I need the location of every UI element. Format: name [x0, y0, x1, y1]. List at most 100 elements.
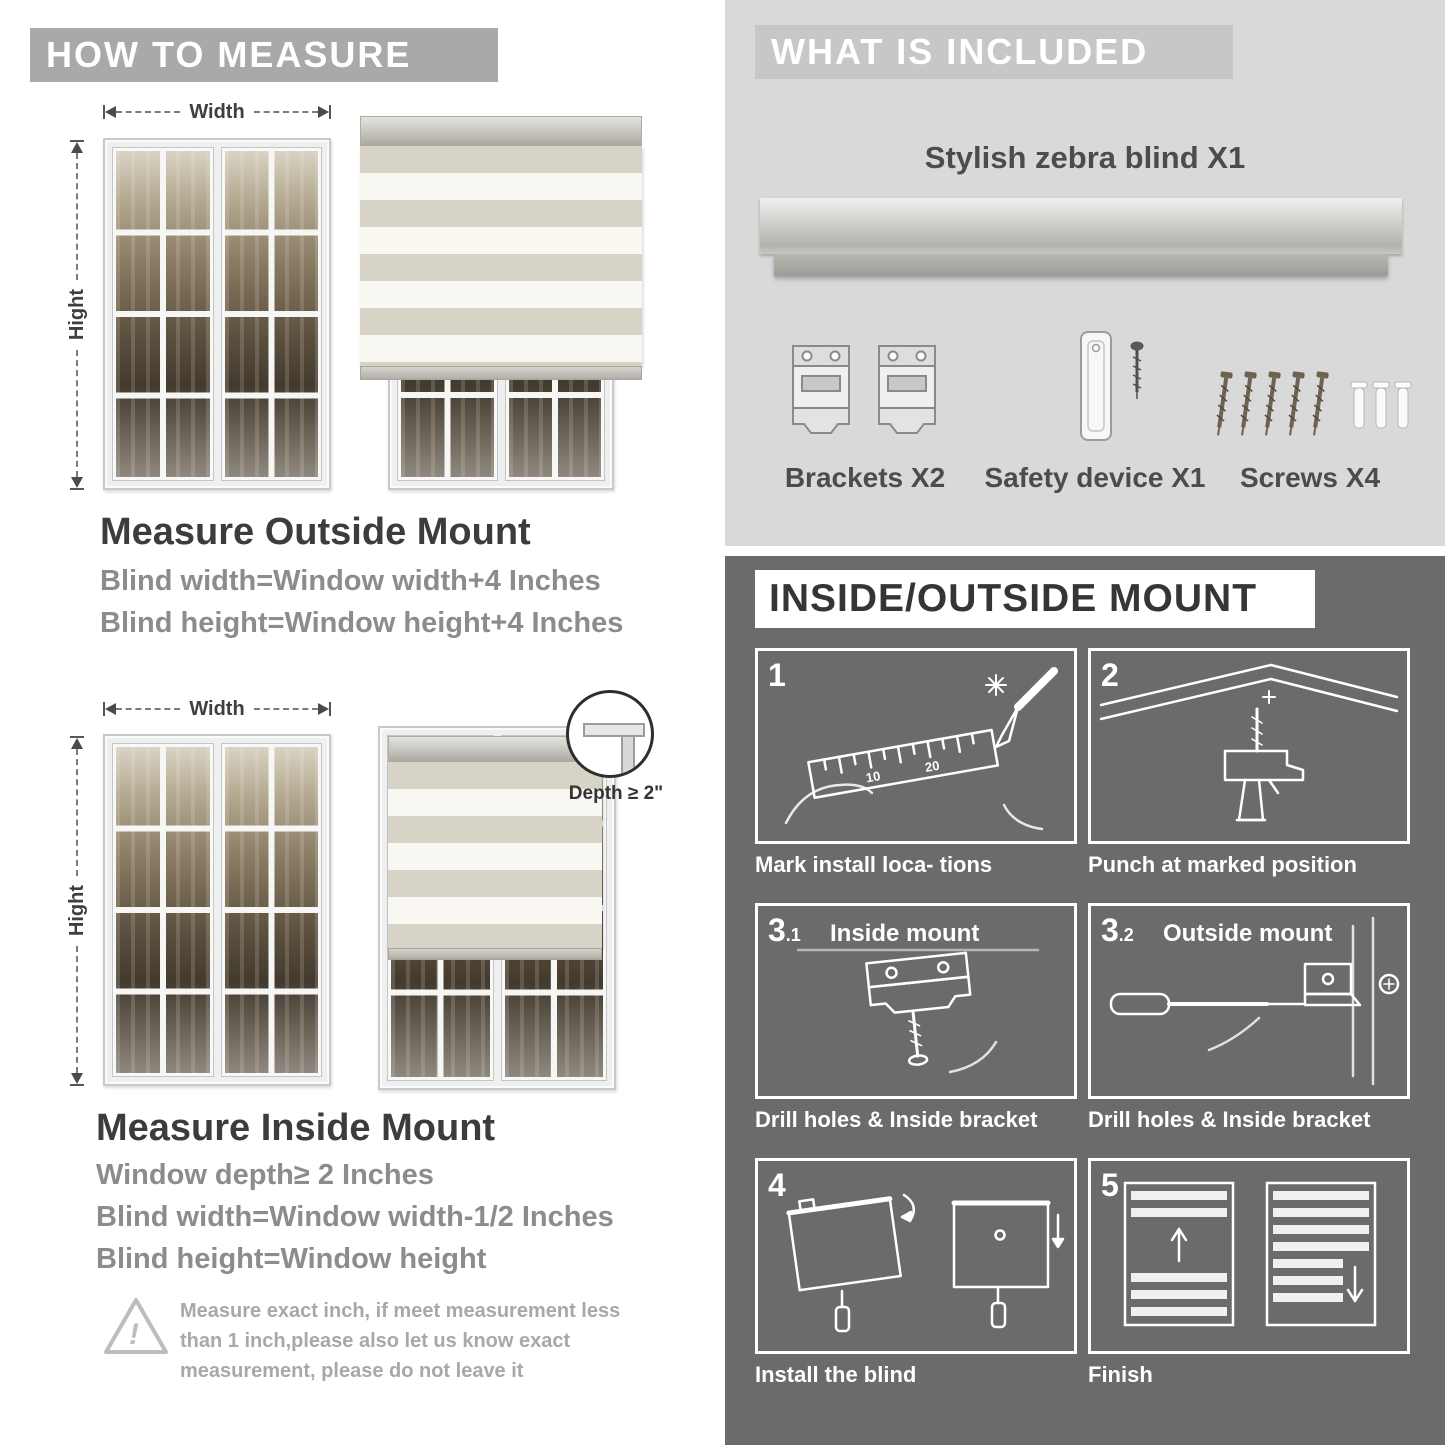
dashed-line: [76, 153, 78, 281]
outside-mount-line: Blind height=Window height+4 Inches: [100, 607, 624, 639]
how-to-measure-header: HOW TO MEASURE: [30, 28, 498, 82]
step-3-1-title: Inside mount: [830, 920, 980, 947]
width-label: Width: [189, 100, 245, 123]
screws-icon: [1216, 371, 1412, 436]
frame-corner-detail: [621, 735, 635, 775]
outside-mount-blind-illustration: [360, 116, 642, 490]
arrowhead-down-icon: [71, 1073, 83, 1084]
frame-corner-detail: [583, 723, 645, 737]
depth-callout-label: Depth ≥ 2": [568, 783, 664, 804]
arrowhead-down-icon: [71, 477, 83, 488]
step-5-caption: Finish: [1088, 1362, 1153, 1387]
inside-mount-line: Window depth≥ 2 Inches: [96, 1159, 434, 1191]
step-number: 4: [768, 1167, 786, 1203]
step-5-panel: 5: [1088, 1158, 1410, 1354]
arrowhead-left-icon: [105, 703, 116, 715]
step-4-panel: 4: [755, 1158, 1077, 1354]
arrowhead-left-icon: [105, 106, 116, 118]
svg-text:10: 10: [865, 768, 882, 785]
step-number: 3.1: [768, 912, 801, 948]
headrail-illustration: [760, 198, 1402, 254]
step-1-panel: 1 10 20: [755, 648, 1077, 844]
depth-callout-circle: [566, 690, 654, 778]
inside-mount-title: Measure Inside Mount: [96, 1107, 496, 1149]
brackets-label: Brackets X2: [784, 462, 946, 493]
step-3-2-caption: Drill holes & Inside bracket: [1088, 1107, 1371, 1132]
zebra-blind-illustration: [360, 116, 642, 380]
dashed-line: [76, 749, 78, 877]
arrow-tick: [70, 140, 84, 142]
step-3-1-caption: Drill holes & Inside bracket: [755, 1107, 1038, 1132]
step-number: 1: [768, 657, 786, 693]
included-panel: WHAT IS INCLUDED Stylish zebra blind X1: [725, 0, 1445, 546]
what-is-included-header: WHAT IS INCLUDED: [755, 25, 1233, 79]
arrow-tick: [70, 736, 84, 738]
step-2-panel: 2: [1088, 648, 1410, 844]
window-sash: [221, 148, 321, 480]
safety-device-icon: [1080, 331, 1144, 441]
warning-icon: !: [104, 1298, 168, 1354]
zebra-blind-illustration: [388, 736, 602, 960]
headrail-underside: [774, 254, 1388, 276]
step2-illustration: [1099, 663, 1399, 822]
outside-mount-line: Blind width=Window width+4 Inches: [100, 565, 601, 597]
anchor-icon: [1350, 381, 1412, 429]
window-sash: [113, 744, 213, 1076]
step-number: 3.2: [1101, 912, 1134, 948]
dashed-line: [76, 945, 78, 1073]
svg-text:20: 20: [924, 758, 941, 775]
step-4-caption: Install the blind: [755, 1362, 917, 1387]
arrowhead-right-icon: [318, 703, 330, 715]
window-sash: [113, 148, 213, 480]
step-1-caption: Mark install loca- tions: [755, 852, 993, 877]
warning-note: Measure exact inch, if meet measurement …: [180, 1300, 621, 1382]
arrow-tick: [329, 702, 332, 716]
screws-label: Screws X4: [1239, 462, 1381, 493]
arrow-tick: [103, 105, 105, 119]
blind-stripes: [388, 762, 602, 948]
blind-bottomrail: [388, 948, 602, 960]
dashed-line: [116, 708, 181, 710]
width-arrow: Width: [103, 100, 332, 123]
arrowhead-right-icon: [318, 106, 330, 118]
blind-stripes: [360, 146, 642, 366]
step4-illustration: [786, 1193, 1065, 1333]
arrow-tick: [70, 488, 84, 490]
window-illustration: [103, 734, 331, 1086]
dashed-line: [253, 708, 319, 710]
step-2-caption: Punch at marked position: [1088, 852, 1357, 877]
blind-headrail: [360, 116, 642, 146]
step-3-2-panel: 3.2 Outside mount: [1088, 903, 1410, 1099]
height-label: Hight: [65, 289, 88, 341]
step5-illustration: [1123, 1181, 1377, 1327]
step-number: 2: [1101, 657, 1119, 693]
step3-1-illustration: [796, 948, 1040, 1074]
step3-2-illustration: [1109, 916, 1400, 1086]
dashed-line: [253, 111, 319, 113]
arrow-tick: [70, 1084, 84, 1086]
arrowhead-up-icon: [71, 738, 83, 749]
blind-bottomrail: [360, 366, 642, 380]
width-arrow: Width: [103, 697, 332, 720]
inside-mount-blind-illustration: [378, 726, 616, 1090]
step-3-1-panel: 3.1 Inside mount: [755, 903, 1077, 1099]
outside-mount-title: Measure Outside Mount: [100, 511, 531, 553]
blind-item-label: Stylish zebra blind X1: [924, 140, 1246, 175]
mount-section-header: INSIDE/OUTSIDE MOUNT: [755, 570, 1315, 628]
svg-text:!: !: [129, 1318, 139, 1351]
height-arrow: Hight: [65, 736, 88, 1086]
arrow-tick: [103, 702, 105, 716]
window-sash: [221, 744, 321, 1076]
brackets-icon: [792, 345, 936, 434]
dashed-line: [116, 111, 181, 113]
inside-mount-line: Blind height=Window height: [96, 1243, 487, 1275]
safety-device-label: Safety device X1: [984, 462, 1206, 493]
height-label: Hight: [65, 885, 88, 937]
dashed-line: [76, 349, 78, 477]
width-label: Width: [189, 697, 245, 720]
window-illustration: [103, 138, 331, 490]
arrowhead-up-icon: [71, 142, 83, 153]
screw-icon: [1130, 341, 1144, 399]
arrow-tick: [329, 105, 332, 119]
inside-mount-line: Blind width=Window width-1/2 Inches: [96, 1201, 614, 1233]
